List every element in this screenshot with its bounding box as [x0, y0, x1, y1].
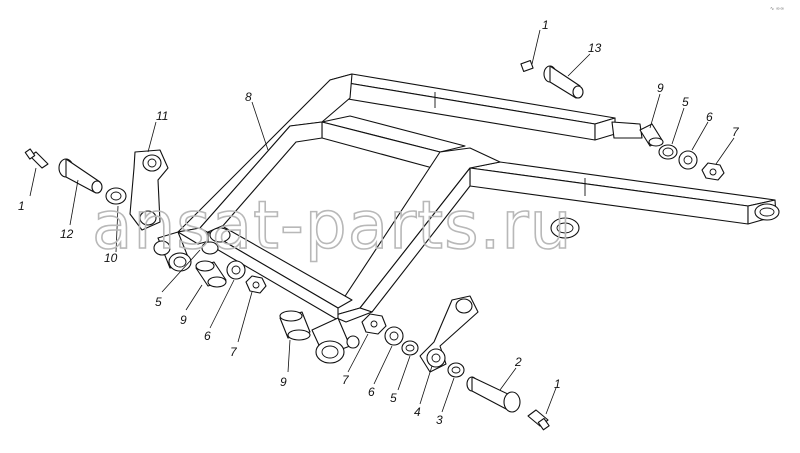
callout-5-top-right: 5: [682, 95, 689, 109]
leader-lines: [29, 29, 735, 415]
castle-nut-top-right-7: [701, 162, 725, 181]
callout-6-top-right: 6: [706, 110, 713, 124]
pin-left-12: [58, 158, 103, 194]
watermark-text: ansat-parts.ru: [92, 187, 572, 264]
frame-upper-beam: [329, 73, 643, 141]
callout-9-bottom: 9: [280, 375, 287, 389]
frame-right-arm: [331, 147, 501, 323]
callout-6-bottom: 6: [368, 385, 375, 399]
lockwasher-bottom-6: [384, 326, 404, 346]
callout-1-top-right: 1: [542, 18, 549, 32]
washer-bottom-5: [401, 340, 419, 356]
callout-1-bottom-right: 1: [554, 377, 561, 391]
pin-top-right-13: [543, 65, 584, 99]
callout-4-bottom: 4: [414, 405, 421, 419]
frame-cross-member-top: [321, 115, 466, 171]
lockwasher-top-right-6: [678, 150, 698, 170]
callout-7-top-right: 7: [732, 125, 740, 139]
lockwasher-left-6: [226, 260, 246, 280]
lever-left-11: [129, 149, 169, 231]
callout-7-bottom: 7: [342, 373, 350, 387]
callout-7-left: 7: [230, 345, 238, 359]
callout-12: 12: [60, 227, 74, 241]
castle-nut-left-7: [245, 275, 267, 294]
callout-6-left: 6: [204, 329, 211, 343]
bushing-top-right-9: [639, 123, 664, 147]
callout-9-top-right: 9: [657, 81, 664, 95]
callout-9-left: 9: [180, 313, 187, 327]
pin-bottom-2: [466, 376, 521, 413]
washer-bottom-3: [447, 362, 465, 378]
washer-top-right-5: [658, 144, 678, 160]
bushing-bottom-9: [279, 310, 311, 341]
washer-left-10: [105, 187, 127, 205]
castle-nut-bottom-7: [361, 313, 387, 335]
grease-fitting-bottom-right: [527, 409, 550, 431]
callout-2-bottom: 2: [514, 355, 522, 369]
spacer-left: [153, 240, 219, 256]
callout-5-bottom: 5: [390, 391, 397, 405]
frame-right-eye: [311, 317, 360, 364]
callout-labels: 1 12 10 11 8 5 9 6 7 1 13 9 5 6 7 9 7 6 …: [18, 18, 740, 427]
callout-11: 11: [156, 109, 168, 123]
callout-3-bottom: 3: [436, 413, 443, 427]
callout-13: 13: [588, 41, 602, 55]
lever-bottom-4: [419, 295, 479, 373]
callout-10: 10: [104, 251, 118, 265]
callout-8: 8: [245, 90, 252, 104]
corner-mark: ∿ ∞∞: [770, 6, 784, 12]
grease-fitting-left: [24, 148, 49, 169]
bushing-left-9: [195, 260, 227, 288]
frame-center-bosses: [209, 217, 580, 243]
grease-fitting-top-right: [520, 59, 534, 73]
callout-1-top-left: 1: [18, 199, 25, 213]
callout-5-left: 5: [155, 295, 162, 309]
